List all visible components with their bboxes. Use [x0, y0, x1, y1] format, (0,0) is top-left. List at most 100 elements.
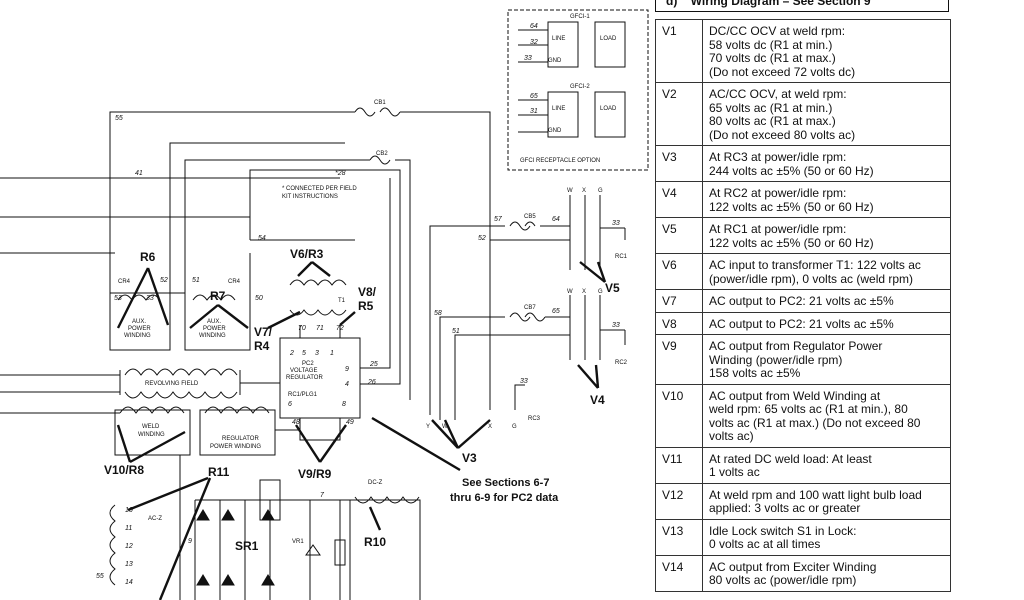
- pin-9: 9: [345, 366, 349, 373]
- wire-10: 10: [125, 507, 133, 514]
- row-description: AC output to PC2: 21 volts ac ±5%: [702, 289, 951, 313]
- row-description-line: At weld rpm and 100 watt light bulb load: [709, 487, 922, 502]
- wire-41: 41: [135, 170, 143, 177]
- dcz-label: DC-Z: [368, 480, 383, 486]
- row-description-line: AC output from Regulator Power: [709, 339, 883, 353]
- table-header-text: d) Wiring Diagram – See Section 9: [666, 0, 871, 8]
- wire-32-gfci: 32: [530, 39, 538, 46]
- rc1-w: W: [567, 188, 573, 194]
- label-v9r9: V9/R9: [298, 467, 332, 481]
- weld-winding-label-2: WINDING: [138, 432, 165, 438]
- wire-9: 9: [188, 538, 192, 545]
- wire-28: *28: [335, 170, 346, 177]
- row-description: At RC3 at power/idle rpm:244 volts ac ±5…: [702, 145, 951, 182]
- pc2-label-d: RC1/PLG1: [288, 392, 318, 398]
- note-line-2: thru 6-9 for PC2 data: [450, 492, 559, 504]
- label-v5: V5: [605, 281, 620, 295]
- wires: [0, 9, 649, 600]
- cr4-label-a: CR4: [118, 279, 131, 285]
- row-description: AC/CC OCV, at weld rpm:65 volts ac (R1 a…: [702, 82, 951, 146]
- row-description-line: 158 volts ac ±5%: [709, 366, 801, 380]
- wire-33-gfci1: 33: [524, 55, 532, 62]
- row-description-line: DC/CC OCV at weld rpm:: [709, 24, 846, 38]
- row-description-line: 1 volts ac: [709, 465, 760, 479]
- connected-note-1: * CONNECTED PER FIELD: [282, 186, 357, 192]
- connected-note-2: KIT INSTRUCTIONS: [282, 194, 338, 200]
- row-description-line: applied: 3 volts ac or greater: [709, 501, 861, 515]
- row-code: V10: [655, 383, 703, 448]
- row-description: AC input to transformer T1: 122 volts ac…: [702, 253, 951, 290]
- wire-65: 65: [552, 308, 560, 315]
- rc2-label: RC2: [615, 360, 628, 366]
- label-r11: R11: [208, 465, 230, 479]
- row-description-line: AC/CC OCV, at weld rpm:: [709, 87, 847, 101]
- row-description-line: At RC2 at power/idle rpm:: [709, 186, 847, 200]
- wire-26: 26: [367, 379, 376, 386]
- label-r10: R10: [364, 535, 386, 549]
- gfci2-gnd: GND: [548, 128, 562, 134]
- pin-8: 8: [342, 401, 346, 408]
- wire-57: 57: [494, 216, 503, 223]
- rc3-label: RC3: [528, 416, 541, 422]
- label-r6: R6: [140, 250, 156, 264]
- aux-winding-2-b: POWER: [203, 326, 226, 332]
- sr1-label: SR1: [235, 539, 259, 553]
- wire-13: 13: [125, 561, 133, 568]
- pin-3: 3: [315, 350, 319, 357]
- row-code: V7: [655, 289, 703, 313]
- row-code: V13: [655, 518, 703, 556]
- row-code: V3: [655, 145, 703, 182]
- row-code: V2: [655, 82, 703, 146]
- gfci1-line: LINE: [552, 36, 565, 42]
- arrows: [116, 261, 607, 600]
- row-code: V11: [655, 446, 703, 484]
- wire-51: 51: [192, 277, 200, 284]
- wire-72: 72: [336, 325, 344, 332]
- row-description-line: AC output to PC2: 21 volts ac ±5%: [709, 294, 894, 308]
- gfci1-label: GFCI-1: [570, 14, 590, 20]
- row-description: At weld rpm and 100 watt light bulb load…: [702, 482, 951, 520]
- row-description-line: 70 volts dc (R1 at max.): [709, 51, 836, 65]
- wire-25: 25: [369, 361, 378, 368]
- row-code: V14: [655, 554, 703, 592]
- weld-winding-label-1: WELD: [142, 424, 160, 430]
- aux-winding-2-a: AUX.: [207, 319, 221, 325]
- label-v8r5-b: R5: [358, 299, 374, 313]
- breakers: [354, 107, 546, 322]
- cb1-label: CB1: [374, 100, 386, 106]
- rc2-g: G: [598, 289, 603, 295]
- row-description-line: 122 volts ac ±5% (50 or 60 Hz): [709, 235, 874, 250]
- label-v10r8: V10/R8: [104, 463, 144, 477]
- wire-71: 71: [316, 325, 324, 332]
- wire-55-top: 55: [115, 115, 123, 122]
- gfci-units: [518, 21, 626, 138]
- cb5-label: CB5: [524, 214, 536, 220]
- row-code: V12: [655, 482, 703, 520]
- wiring-diagram: R6 R7 V6/R3 V8/ R5 V7/ R4 V9/R9 V10/R8 R…: [0, 9, 649, 600]
- row-description-line: At RC3 at power/idle rpm:: [709, 150, 847, 164]
- row-description-line: volts ac): [709, 429, 754, 443]
- row-code: V9: [655, 334, 703, 385]
- gfci-option-label: GFCI RECEPTACLE OPTION: [520, 158, 600, 164]
- rc2-x: X: [582, 289, 586, 295]
- rc3-g: G: [512, 424, 517, 430]
- gfci2-line: LINE: [552, 106, 565, 112]
- wire-14: 14: [125, 579, 133, 586]
- t1-label: T1: [338, 298, 346, 304]
- aux-winding-1-c: WINDING: [124, 333, 151, 339]
- row-description-line: AC output to PC2: 21 volts ac ±5%: [709, 316, 894, 331]
- wire-33-aux: 33: [146, 295, 154, 302]
